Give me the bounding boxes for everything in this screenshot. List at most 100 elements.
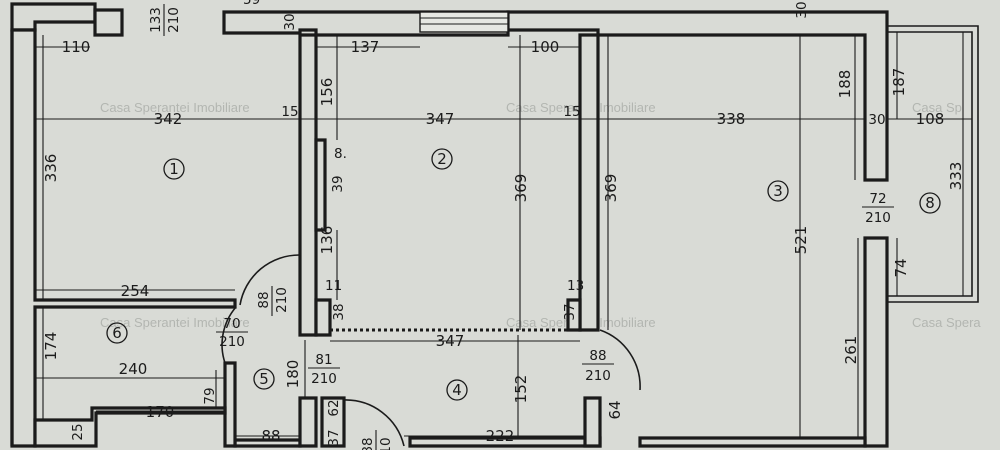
svg-text:5: 5 [259,370,269,388]
room-1-label: 1 [163,158,185,180]
wall [298,396,318,448]
dimension-label: 37 [326,429,342,446]
dimension-label: 25 [70,423,86,440]
dimension-label: 8. [334,146,347,162]
dimension-label: 347 [426,110,455,128]
dimension-label: 342 [154,110,183,128]
dimension-label: 156 [318,78,336,107]
dimension-label: 79 [202,387,218,404]
watermark: Casa Sp [912,100,962,115]
wall [314,298,332,337]
dimension-label: 187 [890,68,908,97]
dimension-label: 261 [842,336,860,365]
room-8-label: 8 [919,192,941,214]
svg-text:81: 81 [315,352,332,368]
dimension-label: 30 [794,1,810,18]
svg-text:1: 1 [169,160,179,178]
dimension-label: 336 [42,154,60,183]
dimension-label: 240 [119,360,148,378]
svg-text:210: 210 [585,368,611,384]
svg-text:3: 3 [773,182,783,200]
watermark: Casa Spera [912,315,981,330]
dimension-label: 174 [42,332,60,361]
dimension-label: 37 [562,303,578,320]
dimension-label: 170 [146,403,175,421]
wall [638,436,867,448]
door-size-label: 72 210 [862,191,894,226]
wall [10,2,97,32]
wall [506,10,889,182]
window [419,11,509,33]
wall [10,28,237,448]
dimension-label: 74 [892,258,910,277]
dimension-label: 15 [563,104,580,120]
dimension-label: 254 [121,282,150,300]
wall [314,138,327,232]
door-size-label: 133 210 [148,4,182,36]
dimension-label: 100 [531,38,560,56]
door-size-label: 70 210 [216,316,248,350]
dimension-label: 30 [282,13,298,30]
dimension-label: 521 [792,226,810,255]
dimension-label: 110 [62,38,91,56]
svg-text:133: 133 [148,7,164,33]
dimension-label: 136 [318,226,336,255]
svg-text:210: 210 [311,371,337,387]
svg-text:210: 210 [219,334,245,350]
dimension-label: 369 [602,174,620,203]
balcony-outline [887,31,973,297]
svg-text:70: 70 [223,316,240,332]
door-size-label: 81 210 [308,352,340,387]
dimension-label: 39 [330,175,346,192]
svg-text:88: 88 [589,348,606,364]
dimension-label: 15 [281,104,298,120]
svg-text:2: 2 [437,150,447,168]
dimension-label: 62 [326,399,342,416]
svg-text:8: 8 [925,194,935,212]
wall [223,361,237,448]
svg-text:10: 10 [378,437,394,450]
door-size-label: 88 10 [360,430,394,450]
wall [320,396,346,448]
wall [578,33,600,332]
room-4-label: 4 [446,379,468,401]
dimension-label: 59 [243,0,260,8]
room-2-label: 2 [431,148,453,170]
dimension-label: 347 [436,332,465,350]
svg-text:88: 88 [256,291,272,308]
dimension-label: 11 [325,278,342,294]
room-6-label: 6 [106,322,128,344]
dimension-label: 137 [351,38,380,56]
wall [863,236,889,448]
wall [298,33,318,337]
wall [566,298,582,332]
dimension-label: 108 [916,110,945,128]
door-swing [599,329,641,391]
dimension-label: 152 [512,375,530,404]
svg-text:210: 210 [865,210,891,226]
dimension-label: 222 [486,427,515,445]
svg-text:210: 210 [274,287,290,313]
dimension-label: 30 [868,112,885,128]
dimension-label: 88 [261,427,280,445]
dimension-label: 64 [606,400,624,419]
dimension-label: 333 [947,162,965,191]
svg-text:6: 6 [112,324,122,342]
dimension-label: 188 [836,70,854,99]
watermark: Casa Sperantei Imobiliare [100,100,250,115]
watermark: Casa Sperantei Imobiliare [100,315,250,330]
door-swing [343,399,405,447]
dimension-label: 369 [512,174,530,203]
door-size-label: 88 210 [582,348,614,384]
svg-text:210: 210 [166,7,182,33]
dimension-label: 338 [717,110,746,128]
wall [33,406,227,448]
door-size-label: 88 210 [256,286,290,316]
svg-text:88: 88 [360,437,376,450]
room-5-label: 5 [253,368,275,390]
wall [93,8,124,37]
dimension-label: 180 [284,360,302,389]
balcony-outline [887,25,979,303]
room-3-label: 3 [767,180,789,202]
